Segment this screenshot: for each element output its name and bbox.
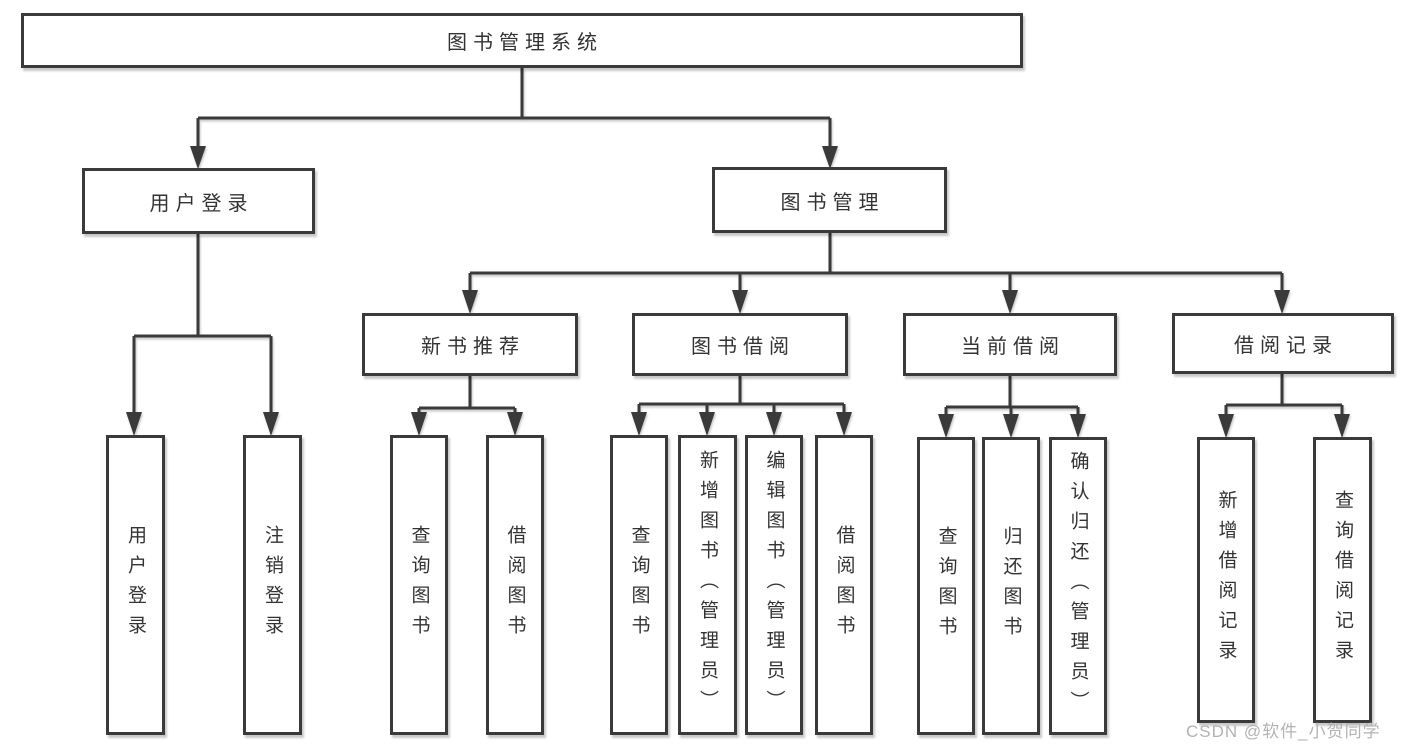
node-query-borrow-record: 查询借阅记录 (1313, 437, 1372, 723)
connector-current-branch (938, 376, 1086, 438)
node-current-borrowing: 当前借阅 (903, 313, 1117, 376)
node-user-login-leaf: 用户登录 (106, 435, 165, 735)
node-edit-books-admin: 编辑图书（管理员） (745, 435, 803, 735)
node-return-books: 归还图书 (982, 437, 1040, 735)
watermark: CSDN @软件_小贺同学 (1186, 722, 1381, 741)
node-add-books-admin: 新增图书（管理员） (678, 435, 737, 735)
node-query-books-recommend: 查询图书 (390, 435, 448, 735)
node-new-book-recommend: 新书推荐 (362, 313, 578, 376)
node-confirm-return-admin: 确认归还（管理员） (1049, 437, 1107, 735)
node-user-login: 用户登录 (82, 168, 315, 234)
node-borrowing-records: 借阅记录 (1172, 313, 1394, 374)
connector-management-branch (462, 233, 1290, 314)
connector-recommend-branch (411, 376, 523, 436)
node-query-books-borrow: 查询图书 (610, 435, 668, 735)
node-borrow-books-recommend: 借阅图书 (486, 435, 544, 735)
node-library-system: 图书管理系统 (21, 13, 1023, 68)
connector-login-branch (126, 234, 279, 436)
node-add-borrow-record: 新增借阅记录 (1197, 437, 1255, 723)
node-book-management: 图书管理 (712, 167, 947, 233)
connector-borrow-branch (631, 376, 852, 436)
node-book-borrowing: 图书借阅 (632, 313, 848, 376)
node-borrow-books: 借阅图书 (815, 435, 873, 735)
connector-records-branch (1218, 374, 1350, 438)
node-query-books-current: 查询图书 (917, 437, 975, 735)
connector-root-branch (190, 68, 838, 169)
node-logout: 注销登录 (243, 435, 302, 735)
